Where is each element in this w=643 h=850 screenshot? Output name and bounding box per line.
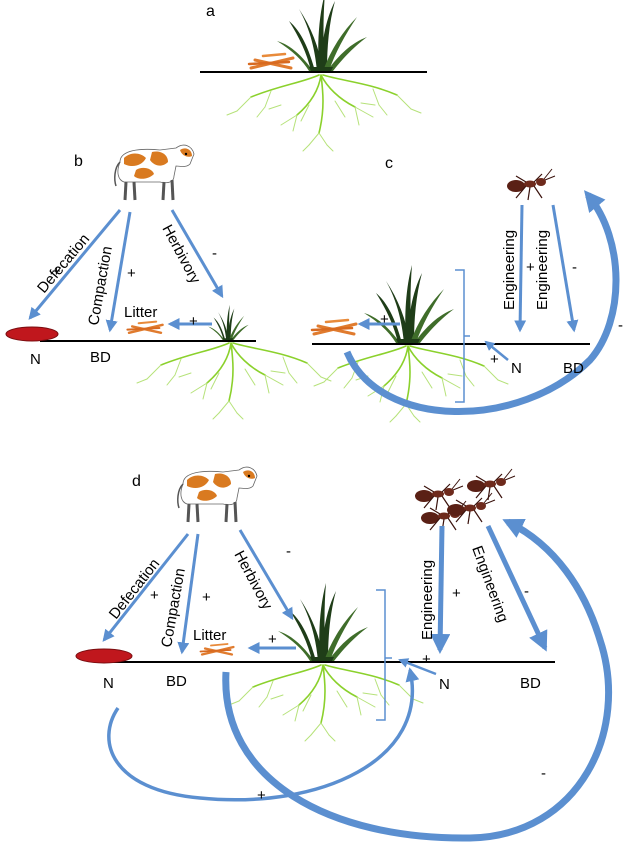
herbivory-sign: - xyxy=(286,543,291,560)
panel-b: b Defecation Compaction Herbivory Litter… xyxy=(5,143,332,420)
panel-a: a xyxy=(200,0,427,152)
ant-loop-sign: - xyxy=(541,765,546,782)
engineering-bd-label: Engineering xyxy=(468,544,511,625)
n-loop-sign: + xyxy=(257,787,266,804)
herbivory-sign: - xyxy=(212,245,217,262)
litter-icon xyxy=(199,642,235,656)
defecation-label: Defecation xyxy=(34,231,93,297)
litter-sign: + xyxy=(268,631,277,648)
litter-icon xyxy=(310,318,358,336)
defecation-arrow xyxy=(102,533,190,642)
n-to-plant-arrow xyxy=(398,658,437,676)
engineering-bd-label: Engineering xyxy=(534,230,551,310)
plant-bracket xyxy=(455,269,470,403)
n-to-plant-arrow xyxy=(484,340,509,361)
compaction-sign: + xyxy=(202,589,211,606)
cow-icon xyxy=(113,143,196,202)
panel-a-label: a xyxy=(206,3,215,20)
litter-sign: + xyxy=(380,311,389,328)
engineering-bd-sign: - xyxy=(524,583,529,600)
n-to-plant-sign: + xyxy=(490,351,499,368)
compaction-sign: + xyxy=(127,265,136,282)
litter-icon xyxy=(126,320,164,335)
ant-icon xyxy=(466,468,516,501)
n-to-plant-sign: + xyxy=(422,651,431,668)
ant-icon xyxy=(506,168,556,201)
cow-icon xyxy=(176,465,259,524)
plant-bracket xyxy=(376,589,392,721)
panel-c: c Engineering Engineering + - + + - N BD xyxy=(310,155,623,423)
litter-label: Litter xyxy=(124,304,157,321)
ant-feedback-loop-arrow xyxy=(343,190,620,415)
compaction-arrow xyxy=(177,533,200,655)
bd-right-label: BD xyxy=(520,675,541,692)
n-right-label: N xyxy=(439,676,450,693)
n-feedback-loop-arrow xyxy=(107,667,420,802)
engineering-n-label: Engineering xyxy=(501,230,518,310)
panel-d: d Defecation Compaction Herbivory Litter… xyxy=(75,465,612,842)
panel-d-label: d xyxy=(132,473,141,490)
ant-icon xyxy=(446,492,496,525)
grass-icon xyxy=(208,304,249,340)
root-icon xyxy=(226,74,422,152)
n-label: N xyxy=(511,360,522,377)
grass-icon xyxy=(364,265,454,343)
litter-icon xyxy=(247,52,295,70)
engineering-bd-arrow xyxy=(551,204,579,333)
herbivory-arrow xyxy=(170,209,224,299)
defecation-arrow xyxy=(28,209,122,320)
engineering-n-arrow xyxy=(514,204,527,333)
dung-icon xyxy=(5,326,59,342)
dung-icon xyxy=(75,648,133,664)
root-icon xyxy=(228,664,424,742)
panel-b-label: b xyxy=(74,153,83,170)
n-label: N xyxy=(103,675,114,692)
loop-sign: - xyxy=(618,317,623,334)
engineering-n-label: Engineering xyxy=(419,560,436,640)
bd-label: BD xyxy=(563,360,584,377)
litter-label: Litter xyxy=(193,627,226,644)
herbivory-arrow xyxy=(238,529,294,621)
n-label: N xyxy=(30,351,41,368)
engineering-n-sign: + xyxy=(526,259,535,276)
engineering-bd-arrow xyxy=(485,524,548,652)
engineering-n-sign: + xyxy=(452,585,461,602)
bd-label: BD xyxy=(90,349,111,366)
engineering-n-arrow xyxy=(430,525,451,654)
defecation-sign: + xyxy=(52,263,61,280)
engineering-bd-sign: - xyxy=(572,259,577,276)
root-icon xyxy=(136,342,332,420)
ant-feedback-loop-arrow xyxy=(222,518,612,842)
litter-sign: + xyxy=(189,313,198,330)
defecation-sign: + xyxy=(150,587,159,604)
panel-c-label: c xyxy=(385,155,393,172)
compaction-arrow xyxy=(105,211,132,333)
bd-label: BD xyxy=(166,673,187,690)
grass-icon xyxy=(277,0,367,71)
